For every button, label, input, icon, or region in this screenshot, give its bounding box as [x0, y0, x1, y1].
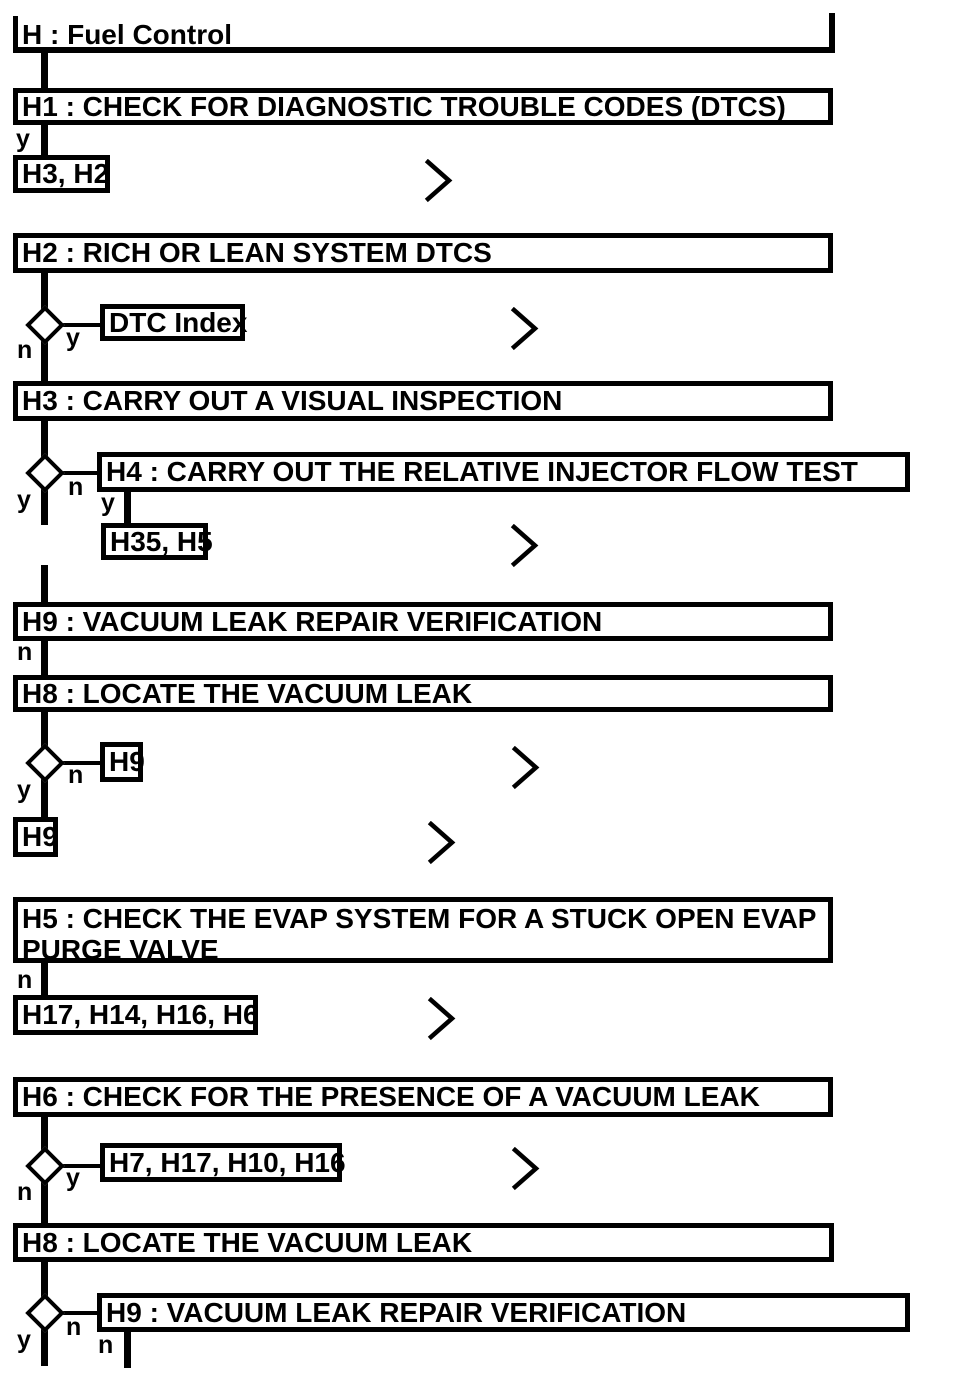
continuation-chevron-icon: [510, 307, 539, 351]
branch-label-no: n: [17, 966, 33, 994]
connector: [41, 1113, 48, 1155]
connector: [41, 486, 48, 525]
step-h8b: H8 : LOCATE THE VACUUM LEAK: [13, 1223, 834, 1262]
connector: [58, 323, 104, 327]
branch-label-no: n: [98, 1331, 114, 1359]
branch-label-yes: y: [66, 324, 80, 352]
goto-h5-no: H17, H14, H16, H6: [13, 995, 259, 1035]
step-h9b: H9 : VACUUM LEAK REPAIR VERIFICATION: [97, 1293, 910, 1332]
connector: [41, 418, 48, 464]
connector: [41, 122, 48, 158]
step-h2: H2 : RICH OR LEAN SYSTEM DTCS: [13, 233, 833, 273]
header-left-edge: [13, 16, 18, 52]
header-bottom-edge: [13, 47, 835, 53]
goto-h4-yes: H35, H5: [101, 523, 213, 560]
flowchart-title: H : Fuel Control: [22, 19, 232, 50]
connector: [58, 471, 101, 475]
decision-diamond: [25, 453, 65, 493]
branch-label-yes: y: [17, 486, 31, 514]
connector: [41, 270, 48, 316]
branch-label-no: n: [68, 473, 84, 501]
goto-h2-yes: DTC Index: [100, 304, 247, 341]
step-h3: H3 : CARRY OUT A VISUAL INSPECTION: [13, 381, 833, 421]
branch-label-no: n: [17, 638, 33, 666]
connector: [124, 1329, 131, 1368]
continuation-chevron-icon: [511, 1147, 540, 1191]
connector: [41, 338, 48, 384]
continuation-chevron-icon: [424, 159, 453, 203]
branch-label-yes: y: [17, 1326, 31, 1354]
connector: [41, 565, 48, 605]
connector: [58, 1311, 101, 1315]
branch-label-yes: y: [101, 489, 115, 517]
connector: [41, 638, 48, 678]
connector: [41, 710, 48, 752]
step-h5: H5 : CHECK THE EVAP SYSTEM FOR A STUCK O…: [13, 897, 833, 965]
connector: [58, 761, 104, 765]
connector: [41, 1177, 48, 1226]
branch-label-yes: y: [17, 776, 31, 804]
goto-h8a-yes: H9: [13, 817, 58, 857]
connector: [124, 489, 131, 526]
goto-h8a-no: H9: [100, 742, 145, 782]
continuation-chevron-icon: [427, 997, 456, 1041]
goto-h6-yes: H7, H17, H10, H16: [100, 1143, 346, 1182]
continuation-chevron-icon: [511, 746, 540, 790]
connector: [41, 52, 48, 92]
step-h9a: H9 : VACUUM LEAK REPAIR VERIFICATION: [13, 602, 833, 641]
connector: [41, 776, 48, 820]
step-h8a: H8 : LOCATE THE VACUUM LEAK: [13, 675, 833, 712]
branch-label-yes: y: [16, 125, 30, 153]
continuation-chevron-icon: [510, 524, 539, 568]
branch-label-no: n: [68, 761, 84, 789]
step-h6: H6 : CHECK FOR THE PRESENCE OF A VACUUM …: [13, 1077, 833, 1117]
connector: [58, 1164, 104, 1168]
connector: [41, 960, 48, 1000]
connector: [41, 1325, 48, 1366]
branch-label-no: n: [17, 1178, 33, 1206]
continuation-chevron-icon: [427, 821, 456, 865]
branch-label-no: n: [66, 1313, 82, 1341]
step-h4: H4 : CARRY OUT THE RELATIVE INJECTOR FLO…: [97, 452, 910, 492]
goto-h1-yes: H3, H2: [13, 155, 110, 193]
decision-diamond: [25, 1293, 65, 1333]
connector: [41, 1259, 48, 1303]
branch-label-no: n: [17, 336, 33, 364]
decision-diamond: [25, 743, 65, 783]
header-right-edge: [829, 13, 835, 52]
step-h1: H1 : CHECK FOR DIAGNOSTIC TROUBLE CODES …: [13, 88, 833, 125]
branch-label-yes: y: [66, 1164, 80, 1192]
